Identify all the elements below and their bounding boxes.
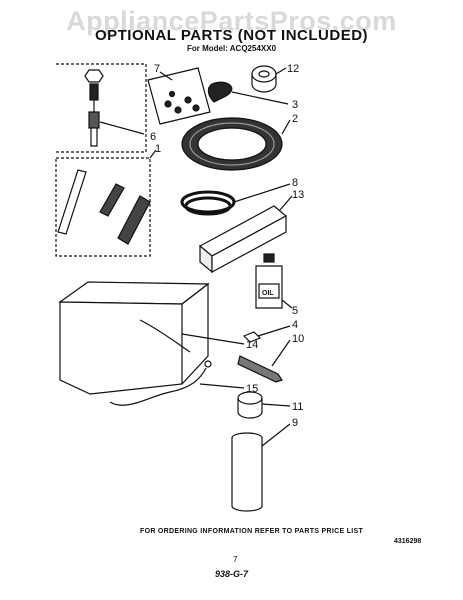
fastener bbox=[164, 100, 172, 108]
leader-7 bbox=[159, 71, 173, 81]
callout-3: 3 bbox=[292, 99, 298, 111]
roll-12-face bbox=[251, 65, 277, 83]
cover-14-side bbox=[181, 282, 209, 385]
bottle-5-body bbox=[255, 265, 283, 309]
leader-4 bbox=[257, 325, 291, 337]
can-9-body bbox=[231, 438, 263, 512]
roll-12-core bbox=[258, 70, 270, 78]
callout-13: 13 bbox=[292, 189, 304, 201]
callout-4: 4 bbox=[292, 319, 298, 331]
leader-11 bbox=[261, 403, 291, 407]
callout-5: 5 bbox=[292, 305, 298, 317]
string-15 bbox=[109, 367, 207, 406]
callout-2: 2 bbox=[292, 113, 298, 125]
callout-15: 15 bbox=[246, 383, 258, 395]
bottle-5-label bbox=[258, 283, 280, 299]
small-roll bbox=[237, 391, 291, 419]
coil-2-inner bbox=[197, 127, 267, 161]
leader-8 bbox=[233, 183, 291, 203]
foam-block bbox=[198, 195, 293, 274]
block-13-front bbox=[211, 214, 287, 274]
leader-2 bbox=[281, 119, 291, 135]
diagram-title: OPTIONAL PARTS (NOT INCLUDED) bbox=[94, 27, 369, 44]
valve-kit-group bbox=[56, 63, 147, 153]
valve-body bbox=[89, 83, 99, 101]
watermark-text: AppliancePartsPros.com bbox=[66, 6, 397, 36]
handwritten-code: 938-G-7 bbox=[215, 569, 249, 579]
drawstring bbox=[109, 360, 245, 406]
tube-kit-group bbox=[55, 149, 157, 257]
gasket-4 bbox=[242, 331, 262, 343]
strip-3 bbox=[207, 81, 233, 103]
leader-13 bbox=[279, 195, 293, 211]
kit-box-6 bbox=[56, 63, 147, 153]
hose-coil bbox=[180, 183, 291, 216]
leader-9 bbox=[261, 423, 291, 447]
callout-6: 6 bbox=[150, 131, 156, 143]
hose-8-loop-b bbox=[184, 196, 232, 216]
oil-label: OIL bbox=[262, 290, 274, 297]
applicator-stick bbox=[57, 169, 87, 235]
callout-12: 12 bbox=[287, 63, 299, 75]
spray-can bbox=[231, 423, 291, 512]
leader-6 bbox=[99, 121, 145, 135]
tube-10 bbox=[237, 355, 283, 383]
bag-outline bbox=[147, 67, 211, 125]
ordering-note: FOR ORDERING INFORMATION REFER TO PARTS … bbox=[140, 528, 364, 535]
leader-5 bbox=[281, 299, 293, 309]
callout-1: 1 bbox=[155, 143, 161, 155]
leader-1 bbox=[149, 149, 157, 159]
leader-10 bbox=[271, 339, 291, 367]
callout-7: 7 bbox=[154, 63, 160, 75]
foam-strip bbox=[207, 81, 289, 105]
sealant-tube-a bbox=[99, 183, 125, 217]
string-15-tag bbox=[204, 360, 212, 368]
valve-tip bbox=[90, 128, 98, 147]
roll-11-side bbox=[237, 398, 263, 419]
leader-3 bbox=[231, 91, 289, 105]
small-tape-roll bbox=[251, 65, 287, 93]
valve-fitting bbox=[88, 111, 100, 129]
coil-2-ring bbox=[189, 122, 275, 166]
roll-12-side bbox=[251, 74, 277, 93]
cover-14-front bbox=[59, 301, 183, 395]
leader-15 bbox=[199, 383, 245, 389]
cover-14-opening bbox=[139, 319, 191, 353]
coil-tape bbox=[181, 117, 291, 171]
fastener bbox=[168, 90, 176, 98]
fastener-bag bbox=[147, 67, 211, 125]
fastener bbox=[174, 106, 182, 114]
callout-10: 10 bbox=[292, 333, 304, 345]
callout-14: 14 bbox=[246, 339, 258, 351]
gasket bbox=[242, 325, 291, 343]
callout-11: 11 bbox=[292, 401, 303, 413]
leader-14 bbox=[181, 333, 245, 345]
leader-12 bbox=[275, 67, 287, 75]
fastener bbox=[184, 96, 192, 104]
sealant-tube-b bbox=[117, 195, 151, 245]
bottle-5-cap bbox=[263, 253, 275, 263]
callout-8: 8 bbox=[292, 177, 298, 189]
oil-bottle bbox=[255, 253, 293, 309]
part-number: 4316298 bbox=[394, 538, 422, 545]
model-subtitle: For Model: ACQ254XX0 bbox=[186, 44, 277, 53]
valve-cap bbox=[84, 69, 104, 83]
cover-bag bbox=[58, 281, 245, 395]
kit-box-1 bbox=[55, 157, 151, 257]
page-number: 7 bbox=[233, 555, 238, 564]
fastener bbox=[192, 104, 200, 112]
callout-9: 9 bbox=[292, 417, 298, 429]
tube bbox=[237, 339, 291, 383]
